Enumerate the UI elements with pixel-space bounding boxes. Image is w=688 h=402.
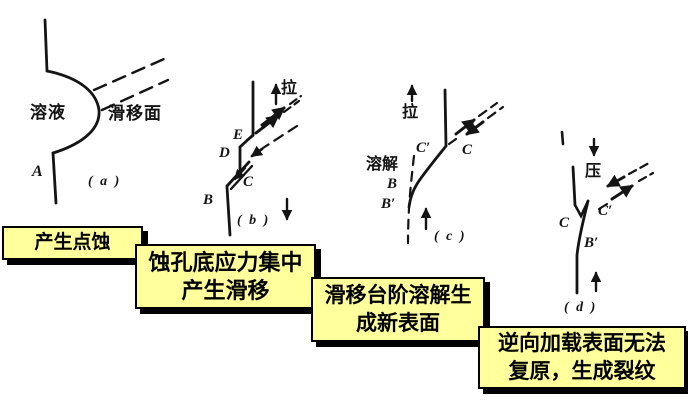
label-compression: 压 — [585, 162, 601, 180]
panel-b — [225, 80, 303, 237]
slip-band-dash — [486, 105, 505, 120]
label-point-c-prime: C′ — [598, 203, 612, 219]
slip-line-dashed — [261, 124, 299, 150]
slip-band-dash — [282, 99, 301, 114]
caption-d: ( d ) — [564, 300, 597, 315]
label-tension: 拉 — [281, 78, 297, 97]
label-point-e: E — [232, 127, 243, 143]
step-box-slip-step-dissolution: 滑移台阶溶解生 成新表面 — [311, 277, 485, 342]
pit-curve — [45, 69, 101, 155]
step-box-stress-concentration-slip: 蚀孔底应力集中 产生滑移 — [135, 244, 316, 309]
step-text: 逆向加载表面无法 — [498, 331, 666, 355]
slip-arrow-up-right — [254, 114, 280, 135]
label-slip-plane: 滑移面 — [108, 103, 162, 123]
slip-band-dash — [637, 171, 655, 183]
slip-band-dash — [627, 161, 651, 176]
label-point-c: C — [243, 174, 254, 190]
step-text: 复原，生成裂纹 — [508, 359, 656, 383]
slip-band-dash — [477, 101, 499, 118]
label-point-c: C — [462, 142, 473, 158]
surface-line — [443, 88, 448, 148]
panel-c — [406, 84, 505, 245]
step-text: 蚀孔底应力集中 — [148, 249, 303, 275]
surface-line-bottom — [51, 151, 58, 205]
label-point-b-prime: B′ — [380, 196, 395, 212]
surface-curve-bottom — [575, 199, 590, 295]
slip-band-dash — [245, 134, 255, 142]
label-solution: 溶液 — [30, 102, 66, 122]
label-point-d: D — [218, 145, 230, 161]
label-dissolve: 溶解 — [366, 154, 398, 173]
label-tension: 拉 — [402, 102, 418, 121]
step-box-reverse-load-crack: 逆向加载表面无法 复原，生成裂纹 — [478, 326, 686, 389]
slip-arrow-down-left — [233, 166, 247, 181]
slip-arrow-up-right — [610, 184, 634, 201]
step-text: 成新表面 — [356, 311, 440, 335]
slip-arrow-up-right — [260, 106, 286, 127]
surface-line-top — [43, 18, 49, 73]
step-text: 产生点蚀 — [34, 232, 111, 253]
step-box-pitting: 产生点蚀 — [2, 226, 143, 260]
surface-tick — [560, 130, 565, 146]
label-point-a: A — [31, 163, 43, 180]
surface-line-bottom — [225, 185, 232, 237]
slip-band-dash — [447, 137, 458, 146]
slip-arrow-down-left — [250, 145, 264, 158]
label-point-c-prime: C′ — [416, 140, 430, 156]
slip-arrow-down-left — [606, 174, 626, 188]
caption-c: ( c ) — [434, 229, 467, 244]
original-surface-dashed — [406, 154, 416, 245]
slip-arrow-down-left — [465, 120, 485, 136]
label-point-c: C — [559, 215, 570, 231]
label-point-b: B — [202, 192, 213, 208]
caption-a: ( a ) — [88, 174, 121, 189]
surface-line — [571, 165, 577, 207]
caption-b: ( b ) — [237, 213, 270, 228]
panel-d — [560, 130, 655, 295]
slip-plane-dashed-line — [92, 57, 166, 92]
slip-band-dash — [288, 94, 303, 106]
slip-band-dash — [597, 202, 609, 211]
step-text: 产生滑移 — [181, 277, 270, 303]
dissolved-surface-curve — [407, 144, 448, 209]
label-point-b: B — [386, 176, 397, 192]
slip-plane-dashed-line — [100, 78, 170, 112]
step-text: 滑移台阶溶解生 — [324, 283, 472, 307]
panel-a — [43, 18, 170, 205]
label-point-b-prime: B′ — [583, 235, 598, 251]
